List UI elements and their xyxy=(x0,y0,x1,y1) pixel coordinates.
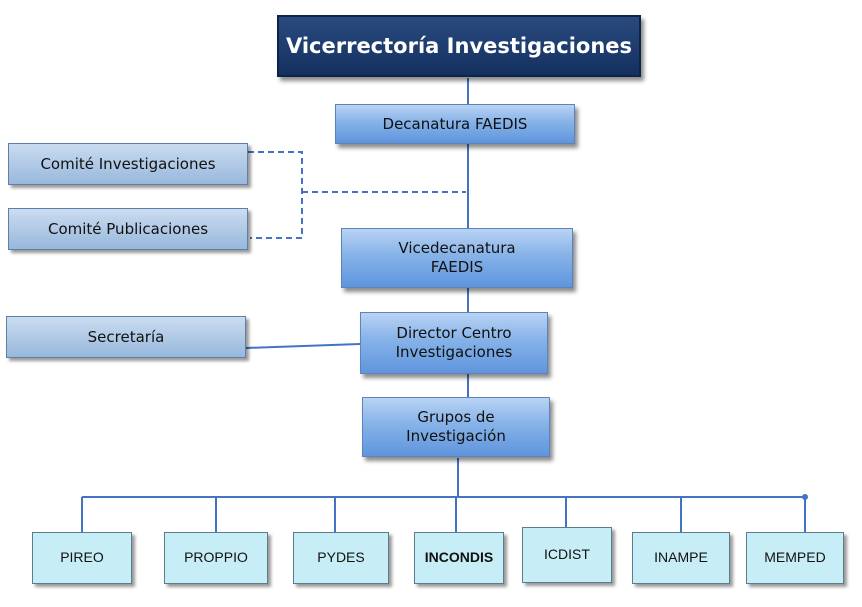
node-secretaria: Secretaría xyxy=(6,316,246,358)
group-icdist: ICDIST xyxy=(522,527,612,583)
group-memped: MEMPED xyxy=(746,532,844,584)
group-proppio: PROPPIO xyxy=(164,532,268,584)
node-comite-publicaciones: Comité Publicaciones xyxy=(8,208,248,250)
group-pireo: PIREO xyxy=(32,532,132,584)
group-pydes: PYDES xyxy=(293,532,389,584)
group-inampe: INAMPE xyxy=(632,532,730,584)
node-vicedecanatura: Vicedecanatura FAEDIS xyxy=(341,228,573,288)
connector-comites-dashed xyxy=(248,151,466,239)
node-grupos: Grupos de Investigación xyxy=(362,397,550,457)
node-comite-investigaciones: Comité Investigaciones xyxy=(8,143,248,185)
group-incondis: INCONDIS xyxy=(414,532,504,584)
bus-end-dot xyxy=(802,494,808,500)
node-director: Director Centro Investigaciones xyxy=(360,312,548,374)
node-vicerrectoria: Vicerrectoría Investigaciones xyxy=(277,15,641,77)
connector-secretaria xyxy=(245,343,361,349)
node-decanatura: Decanatura FAEDIS xyxy=(335,104,575,144)
